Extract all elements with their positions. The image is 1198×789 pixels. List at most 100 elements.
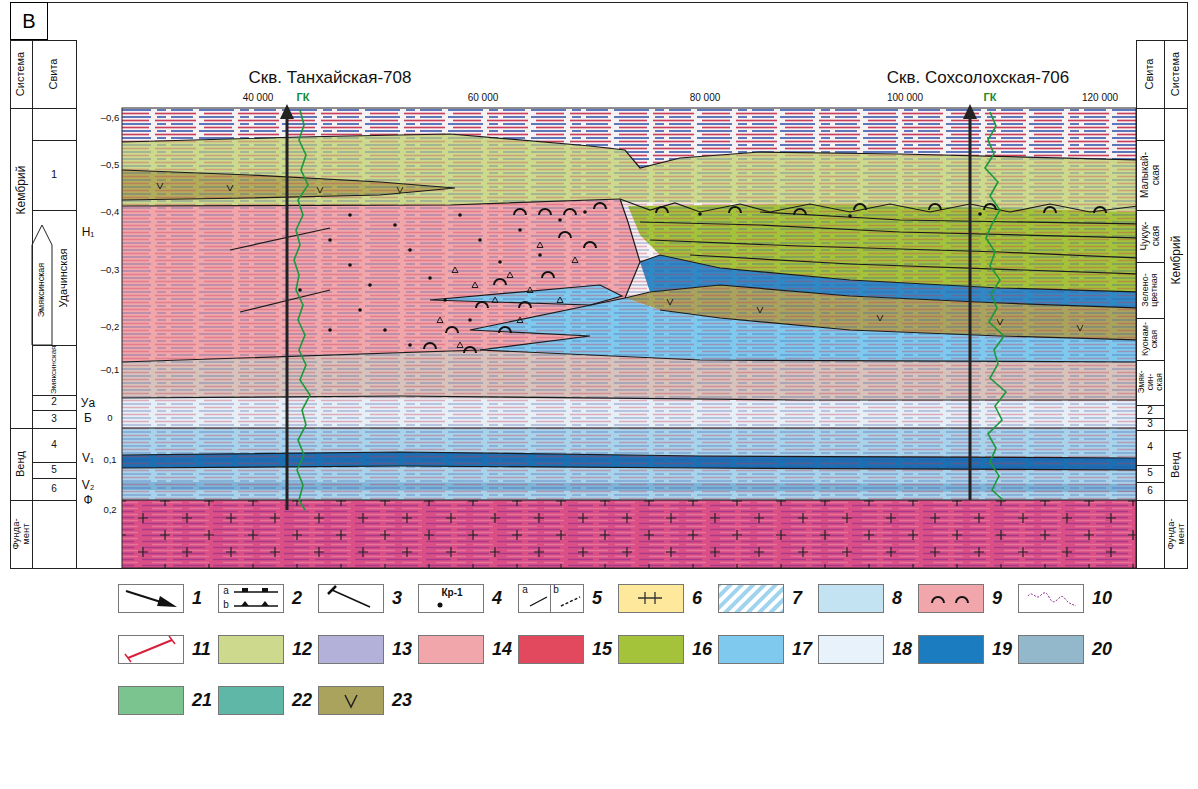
- well-name: Скв. Танхайская-708: [249, 69, 412, 87]
- legend-swatch: [418, 635, 484, 664]
- formation-name: Зелено-цветная: [1141, 264, 1160, 316]
- legend-letter: b: [553, 585, 559, 596]
- panel-letter: В: [22, 10, 35, 33]
- formation-index: 2: [1147, 406, 1153, 417]
- legend-swatch: [818, 584, 884, 613]
- legend-number: 17: [792, 640, 812, 659]
- formation-index: 6: [1147, 486, 1153, 497]
- formation-index: 5: [51, 465, 57, 476]
- legend-number: 14: [492, 640, 512, 659]
- legend-number: 16: [692, 640, 712, 659]
- legend-number: 22: [292, 691, 312, 710]
- legend-swatch: [518, 635, 584, 664]
- formation-name: Чукук-ская: [1140, 213, 1161, 259]
- well-arrow: [280, 104, 294, 119]
- formation-index: 3: [1147, 419, 1153, 430]
- distance-tick: 100 000: [887, 93, 923, 104]
- formation-index: 1: [51, 169, 57, 181]
- legend-swatch: [918, 635, 984, 664]
- legend-swatch: [1018, 635, 1084, 664]
- log-name: ГК: [297, 92, 310, 104]
- horizon-label: Ф: [83, 494, 92, 507]
- basement-crosses: [122, 500, 1136, 568]
- legend-swatch: [218, 635, 284, 664]
- legend-number: 23: [392, 691, 412, 710]
- lithology-symbols: [157, 183, 1106, 353]
- frame-lines: [10, 3, 1188, 569]
- time-tick: –0,1: [101, 365, 120, 375]
- legend-swatch: [818, 635, 884, 664]
- formation-index: 2: [51, 397, 57, 408]
- time-tick: 0,1: [103, 455, 116, 465]
- distance-tick: 40 000: [243, 93, 274, 104]
- formation-name: Малыкай-ская: [1140, 150, 1161, 200]
- legend-number: 18: [892, 640, 912, 659]
- system-name: Венд: [15, 429, 27, 499]
- formation-index: 6: [51, 484, 57, 495]
- geologic-layers: [122, 108, 1136, 568]
- formation-name: Удачинская: [58, 213, 70, 343]
- formation-index: 4: [51, 440, 57, 451]
- legend-number: 15: [592, 640, 612, 659]
- legend-swatch: [218, 686, 284, 715]
- horizon-label: V₁: [82, 452, 94, 465]
- time-tick: –0,5: [101, 160, 120, 170]
- legend-letter: b: [223, 600, 229, 611]
- legend-number: 12: [292, 640, 312, 659]
- gamma-log: [294, 110, 310, 510]
- legend-symbols: [119, 585, 1084, 715]
- legend-number: 8: [892, 589, 902, 608]
- wells: [280, 104, 1006, 510]
- formation-name: Куонам-ская: [1141, 319, 1160, 359]
- legend-number: 11: [192, 640, 211, 659]
- time-tick: –0,4: [101, 207, 120, 217]
- column-header: Свита: [1144, 42, 1156, 106]
- formation-index: 5: [1147, 468, 1153, 479]
- formation-name: Эмяксинская: [37, 240, 46, 340]
- log-name: ГК: [984, 92, 997, 104]
- distance-tick: 80 000: [690, 93, 721, 104]
- time-tick: –0,2: [101, 322, 120, 332]
- legend-swatch: [718, 635, 784, 664]
- column-header: Система: [1170, 42, 1182, 106]
- time-tick: –0,3: [101, 265, 120, 275]
- horizon-label: V₂: [82, 479, 95, 492]
- basement-reflectors: [122, 500, 1136, 568]
- legend-number: 10: [1092, 589, 1112, 608]
- horizon-lines: [122, 134, 1136, 500]
- legend-swatch: [318, 635, 384, 664]
- time-tick: 0,2: [103, 505, 116, 515]
- reflector-overlay: [122, 108, 1136, 500]
- system-name: Фунда-мент: [1166, 514, 1186, 554]
- legend-number: 20: [1092, 640, 1112, 659]
- legend-number: 6: [692, 589, 702, 608]
- distance-tick: 120 000: [1082, 93, 1118, 104]
- well-arrow: [963, 104, 977, 119]
- legend-swatch: [118, 686, 184, 715]
- legend-letter: a: [522, 585, 528, 596]
- formation-name: Эмяк-син-ская: [1137, 367, 1164, 397]
- distance-tick: 60 000: [468, 93, 499, 104]
- legend-swatch: [618, 635, 684, 664]
- legend-letter: a: [223, 586, 229, 597]
- system-name: Кембрий: [1170, 160, 1183, 360]
- well-name: Скв. Сохсолохская-706: [887, 69, 1070, 87]
- legend-number: 4: [492, 589, 502, 608]
- system-name: Кембрий: [15, 90, 28, 290]
- column-header: Система: [15, 42, 27, 106]
- horizon-label: Б: [84, 412, 92, 425]
- panel-letter-box: В: [10, 2, 48, 40]
- legend-number: 2: [292, 589, 302, 608]
- legend-sample-text: Кр-1: [441, 588, 462, 599]
- time-tick: 0: [107, 413, 112, 423]
- legend-number: 9: [992, 589, 1002, 608]
- basement: [122, 500, 1136, 568]
- system-name: Фунда-мент: [11, 514, 31, 554]
- horizon-label: Уа: [81, 397, 95, 410]
- formation-name: Эмяксинская: [50, 346, 58, 394]
- legend-number: 19: [992, 640, 1012, 659]
- legend-number: 13: [392, 640, 412, 659]
